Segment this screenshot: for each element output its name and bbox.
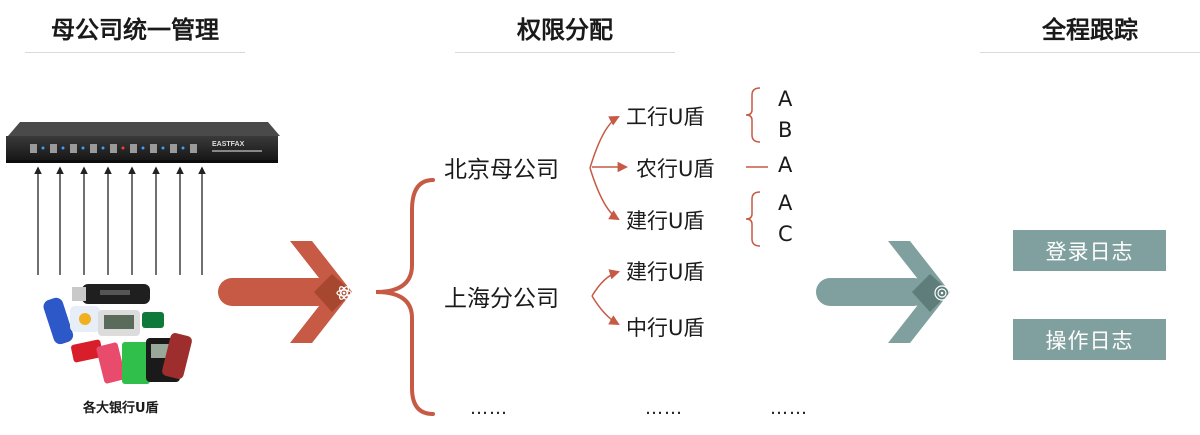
leaf-abc-key: 农行U盾 — [636, 157, 715, 181]
operation-log-button[interactable]: 操作日志 — [1013, 319, 1166, 360]
node-shanghai-branch: 上海分公司 — [444, 286, 559, 312]
atom-icon — [336, 286, 352, 300]
title-underline-middle — [455, 52, 675, 53]
title-full-tracking: 全程跟踪 — [1042, 16, 1138, 44]
account-brackets — [745, 87, 768, 247]
account-icbc-b: B — [778, 118, 793, 142]
beijing-branch-arrows — [589, 116, 629, 221]
usb-key-tokens — [43, 284, 192, 384]
teal-big-arrow — [816, 241, 950, 343]
device-brand-label: EASTFAX — [212, 141, 245, 148]
target-icon — [934, 285, 950, 301]
rust-big-arrow — [218, 241, 352, 343]
title-underline-left — [25, 52, 245, 53]
account-abc-a: A — [778, 153, 793, 177]
leaf-boc-key: 中行U盾 — [626, 316, 705, 340]
leaf-ccb-key-beijing: 建行U盾 — [626, 209, 705, 233]
branch-brace — [375, 178, 435, 416]
ellipsis-accounts: …… — [770, 398, 808, 419]
leaf-ccb-key-shanghai: 建行U盾 — [626, 260, 705, 284]
ellipsis-keys: …… — [645, 398, 683, 419]
login-log-button[interactable]: 登录日志 — [1013, 230, 1166, 271]
account-icbc-a: A — [778, 87, 793, 111]
usb-hub-device: EASTFAX — [6, 122, 280, 163]
token-caption: 各大银行U盾 — [82, 400, 159, 416]
shanghai-branch-arrows — [591, 269, 621, 326]
node-beijing-parent: 北京母公司 — [444, 157, 559, 183]
title-unified-management: 母公司统一管理 — [51, 16, 219, 44]
leaf-icbc-key: 工行U盾 — [626, 105, 705, 129]
ellipsis-companies: …… — [470, 398, 508, 419]
account-ccb-c: C — [778, 222, 793, 246]
title-permission-allocation: 权限分配 — [517, 16, 613, 44]
account-ccb-a: A — [778, 191, 793, 215]
title-underline-right — [980, 52, 1200, 53]
token-to-hub-arrows — [34, 166, 206, 275]
